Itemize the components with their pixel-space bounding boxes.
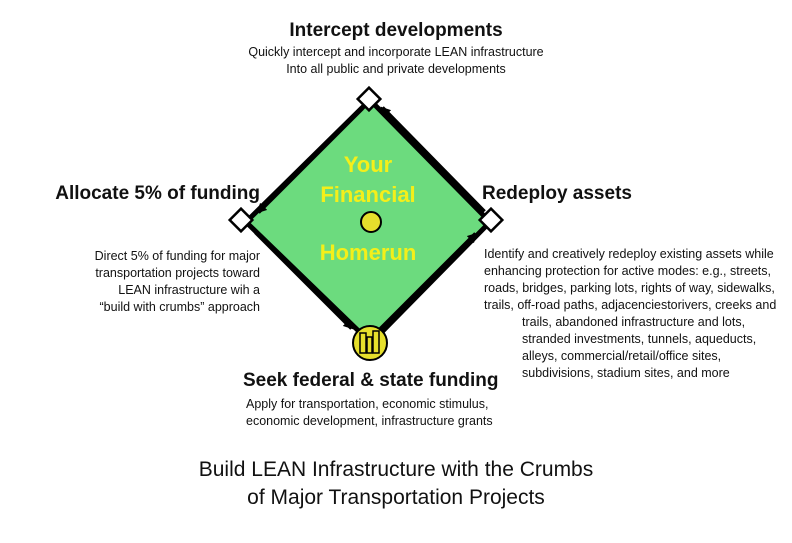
left-line: Direct 5% of funding for major	[94, 249, 260, 263]
right-line: alleys, commercial/retail/office sites,	[522, 349, 722, 363]
right-line: Identify and creatively redeploy existin…	[484, 247, 774, 261]
caption: Build LEAN Infrastructure with the Crumb…	[0, 456, 792, 512]
bottom-description: Apply for transportation, economic stimu…	[246, 396, 546, 430]
left-heading: Allocate 5% of funding	[55, 183, 260, 204]
top-description: Quickly intercept and incorporate LEAN i…	[146, 44, 646, 78]
home-plate-building-icon	[352, 325, 388, 361]
top-heading: Intercept developments	[289, 20, 503, 41]
arrow-home-to-first	[374, 232, 478, 336]
center-label-financial: Financial	[320, 182, 416, 207]
right-line: subdivisions, stadium sites, and more	[522, 366, 730, 380]
top-line: Into all public and private developments	[286, 62, 506, 76]
third-base-icon	[227, 206, 255, 234]
left-line: LEAN infrastructure wih a	[118, 283, 260, 297]
right-line: trails, abandoned infrastructure and lot…	[522, 315, 746, 329]
right-line: trails, off-road paths, adjacenciestoriv…	[484, 298, 777, 312]
right-line: roads, bridges, parking lots, rights of …	[484, 281, 775, 295]
right-line: enhancing protection for active modes: e…	[484, 264, 771, 278]
arrow-first-to-second	[380, 106, 486, 214]
first-base-icon	[477, 206, 505, 234]
arrow-third-to-home	[254, 230, 354, 330]
right-heading: Redeploy assets	[482, 183, 632, 204]
bottom-line: economic development, infrastructure gra…	[246, 414, 493, 428]
bottom-heading: Seek federal & state funding	[243, 370, 499, 391]
right-description: Identify and creatively redeploy existin…	[484, 246, 784, 382]
left-line: transportation projects toward	[95, 266, 260, 280]
caption-line: Build LEAN Infrastructure with the Crumb…	[198, 458, 594, 481]
pitchers-mound-dot	[360, 211, 382, 233]
left-line: “build with crumbs” approach	[99, 300, 261, 314]
caption-line: of Major Transportation Projects	[247, 486, 545, 509]
left-description: Direct 5% of funding for major transport…	[40, 248, 260, 316]
top-line: Quickly intercept and incorporate LEAN i…	[248, 45, 544, 59]
right-line: stranded investments, tunnels, aqueducts…	[522, 332, 757, 346]
center-label-homerun: Homerun	[319, 240, 417, 265]
bottom-line: Apply for transportation, economic stimu…	[246, 397, 489, 411]
center-label-your: Your	[343, 152, 393, 177]
second-base-icon	[355, 85, 383, 113]
arrow-second-to-third	[256, 106, 364, 214]
